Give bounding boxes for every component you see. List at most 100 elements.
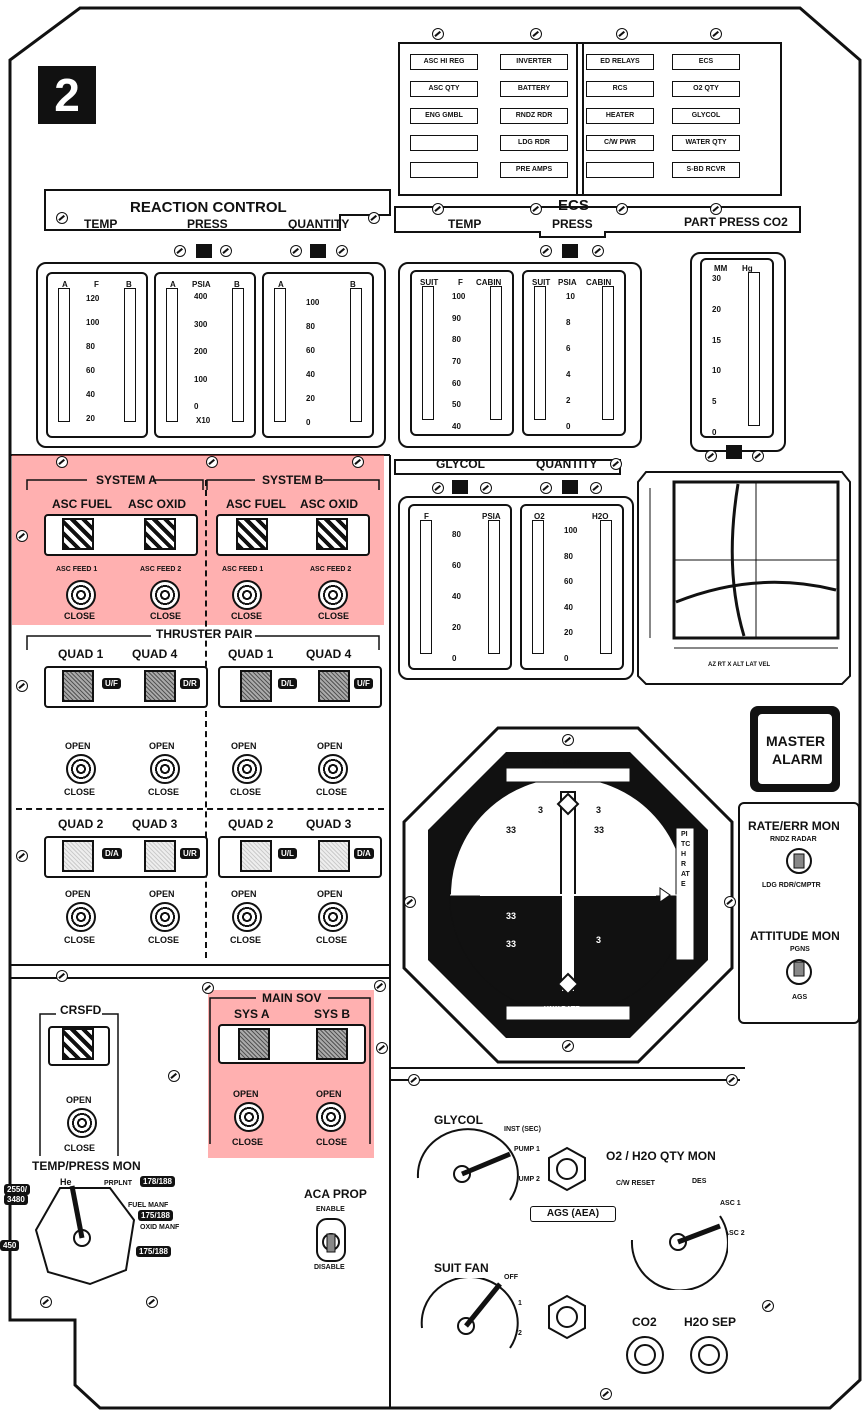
asc-fuel-b-flag — [236, 518, 268, 550]
oxid-manf-tag: 175/188 — [136, 1246, 171, 1257]
quad-open-close-switch[interactable] — [66, 754, 96, 784]
sys-b-switch[interactable] — [316, 1102, 346, 1132]
rcs-qty-flag — [310, 244, 326, 258]
quad-open-label: OPEN — [317, 889, 343, 899]
quad-close-label: CLOSE — [316, 787, 348, 797]
circuit-breaker[interactable]: GLYCOL — [672, 108, 740, 124]
sys-b-label: SYS B — [314, 1007, 351, 1021]
suit-fan-hex-button[interactable] — [546, 1294, 588, 1340]
gauge-tick-label: 10 — [712, 366, 721, 376]
circuit-breaker[interactable]: ASC QTY — [410, 81, 478, 97]
gauge-tick-label: 4 — [566, 370, 571, 379]
circuit-breaker[interactable]: ASC HI REG — [410, 54, 478, 70]
gauge-tick-label: 0 — [306, 418, 311, 427]
asc-oxid-b-flag — [316, 518, 348, 550]
attitude-mon-label: ATTITUDE MON — [750, 929, 840, 943]
inst-sec-label: INST (SEC) — [504, 1126, 541, 1133]
asc-feed-1-b-close: CLOSE — [231, 611, 263, 621]
gauge-tick-label: 15 — [712, 335, 721, 345]
gauge-tick-label: 100 — [564, 526, 578, 535]
asc-feed-2-a-close: CLOSE — [150, 611, 182, 621]
fdai-ball-label: 3 — [596, 935, 602, 945]
quad-open-close-switch[interactable] — [150, 754, 180, 784]
fdai-ball-label: 33 — [506, 825, 517, 835]
rcs-temp-label: TEMP — [84, 217, 118, 231]
quad-open-close-switch[interactable] — [150, 902, 180, 932]
asc-oxid-a-label: ASC OXID — [128, 497, 187, 511]
o2-h2o-qty-rotary[interactable] — [628, 1190, 728, 1290]
sys-b-open: OPEN — [316, 1089, 342, 1099]
circuit-breaker[interactable] — [410, 135, 478, 151]
rate-err-mon-toggle[interactable] — [784, 844, 814, 878]
yaw-rate-label: YAW RATE — [544, 1006, 580, 1013]
he-tag-1: 2550/ — [4, 1184, 31, 1195]
glycol-switch-label: GLYCOL — [434, 1113, 483, 1127]
quad-close-label: CLOSE — [230, 787, 262, 797]
glycol-rotary[interactable] — [410, 1128, 520, 1228]
asc-feed-1-a-label: ASC FEED 1 — [56, 566, 98, 573]
gauge-tick-label: 60 — [86, 366, 95, 375]
asc-fuel-a-label: ASC FUEL — [52, 497, 112, 511]
gauge-tick-label: 70 — [452, 357, 461, 366]
glycol-hex-button[interactable] — [546, 1146, 588, 1192]
asc-feed-1-a-switch[interactable] — [66, 580, 96, 610]
gauge-tick-label: 200 — [194, 347, 208, 356]
circuit-breaker[interactable]: C/W PWR — [586, 135, 654, 151]
he-label: He — [60, 1177, 72, 1187]
circuit-breaker[interactable]: BATTERY — [500, 81, 568, 97]
circuit-breaker[interactable]: HEATER — [586, 108, 654, 124]
asc-feed-2-a-label: ASC FEED 2 — [140, 566, 182, 573]
circuit-breaker[interactable] — [586, 162, 654, 178]
o2-h2o-qty-mon-label: O2 / H2O QTY MON — [606, 1149, 716, 1163]
circuit-breaker[interactable]: ECS — [672, 54, 740, 70]
fdai-ball-label: 33 — [594, 825, 605, 835]
circuit-breaker[interactable]: LDG RDR — [500, 135, 568, 151]
gauge-tick-label: 300 — [194, 319, 208, 329]
circuit-breaker-block — [398, 42, 782, 196]
asc-feed-1-b-switch[interactable] — [232, 580, 262, 610]
asc-fuel-a-flag — [62, 518, 94, 550]
quad-open-close-switch[interactable] — [318, 902, 348, 932]
circuit-breaker[interactable]: S-BD RCVR — [672, 162, 740, 178]
quad-open-close-switch[interactable] — [66, 902, 96, 932]
aca-prop-toggle[interactable] — [314, 1216, 348, 1264]
quad-open-close-switch[interactable] — [318, 754, 348, 784]
circuit-breaker[interactable]: INVERTER — [500, 54, 568, 70]
quad4-a-label: QUAD 4 — [132, 647, 178, 661]
left-tag: 450 — [0, 1240, 20, 1251]
sys-a-open: OPEN — [233, 1089, 259, 1099]
circuit-breaker[interactable]: PRE AMPS — [500, 162, 568, 178]
circuit-breaker[interactable]: O2 QTY — [672, 81, 740, 97]
quad-open-close-switch[interactable] — [232, 902, 262, 932]
circuit-breaker[interactable]: RNDZ RDR — [500, 108, 568, 124]
quad-open-close-switch[interactable] — [232, 754, 262, 784]
fdai-ball-label: 0 — [528, 887, 534, 897]
suit-fan-rotary[interactable] — [414, 1278, 520, 1378]
circuit-breaker[interactable]: ED RELAYS — [586, 54, 654, 70]
quad3-b-flag — [318, 840, 350, 872]
sys-a-switch[interactable] — [234, 1102, 264, 1132]
asc-feed-2-a-switch[interactable] — [150, 580, 180, 610]
crsfd-switch[interactable] — [67, 1108, 97, 1138]
circuit-breaker[interactable] — [410, 162, 478, 178]
glycol-label: GLYCOL — [436, 457, 485, 471]
asc1-label: ASC 1 — [720, 1200, 741, 1207]
circuit-breaker[interactable]: ENG GMBL — [410, 108, 478, 124]
rcs-quantity-label: QUANTITY — [288, 217, 350, 231]
temp-press-mon-rotary[interactable] — [30, 1180, 140, 1290]
gauge-tick-label: 60 — [452, 378, 461, 388]
gauge-tick-label: 10 — [566, 292, 575, 301]
ldg-rdr-cmptr-label: LDG RDR/CMPTR — [762, 882, 821, 889]
asc2-label: ASC 2 — [724, 1230, 745, 1237]
oxid-manf-label: OXID MANF — [140, 1224, 180, 1231]
asc-feed-2-b-label: ASC FEED 2 — [310, 566, 352, 573]
attitude-mon-toggle[interactable] — [784, 954, 814, 990]
master-alarm-button[interactable]: MASTER ALARM — [750, 706, 840, 792]
circuit-breaker[interactable]: RCS — [586, 81, 654, 97]
circuit-breaker[interactable]: WATER QTY — [672, 135, 740, 151]
quad2-b-flag — [240, 840, 272, 872]
roll-rate-label: ROLL RATE — [542, 759, 582, 766]
asc-feed-2-b-switch[interactable] — [318, 580, 348, 610]
rndz-radar-label: RNDZ RADAR — [770, 836, 817, 843]
